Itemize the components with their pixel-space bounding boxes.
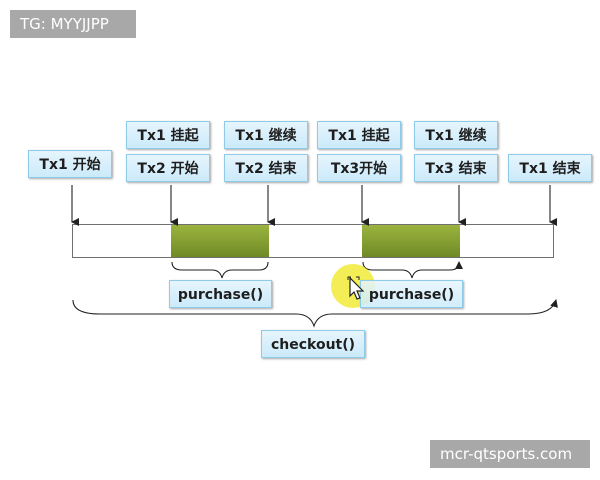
event-tx1-suspend-1: Tx1 挂起 [126, 121, 210, 149]
checkout-brace [72, 299, 558, 328]
tg-watermark: TG: MYYJJPP [10, 10, 136, 38]
event-tx2-end: Tx2 结束 [224, 154, 308, 182]
purchase1-brace [171, 261, 269, 279]
site-watermark: mcr-qtsports.com [430, 440, 590, 468]
event-tx1-resume-2: Tx1 继续 [414, 121, 498, 149]
event-tx3-end: Tx3 结束 [414, 154, 498, 182]
event-tx3-start: Tx3开始 [317, 154, 401, 182]
purchase-label-1: purchase() [169, 280, 272, 308]
tx3-segment [362, 225, 460, 257]
checkout-label: checkout() [261, 330, 365, 358]
timeline-bar [72, 224, 554, 258]
event-tx2-start: Tx2 开始 [126, 154, 210, 182]
event-tx1-end: Tx1 结束 [508, 154, 592, 182]
event-tx1-start: Tx1 开始 [28, 150, 112, 178]
event-tx1-resume-1: Tx1 继续 [224, 121, 308, 149]
event-tx1-suspend-2: Tx1 挂起 [317, 121, 401, 149]
tx2-segment [171, 225, 269, 257]
purchase2-brace [362, 261, 463, 279]
cursor-icon [347, 276, 365, 300]
purchase-label-2: purchase() [360, 280, 463, 308]
